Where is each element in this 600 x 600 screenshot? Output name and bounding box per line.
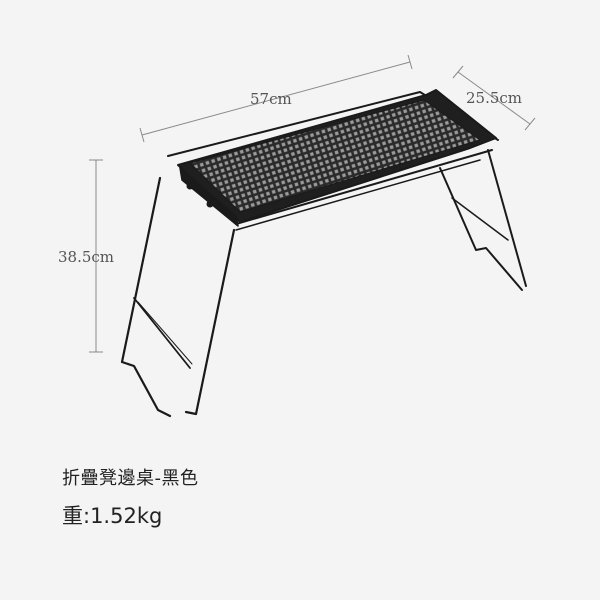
side-plate (179, 167, 239, 227)
length-dimension-line (141, 61, 411, 136)
height-label: 38.5cm (58, 248, 114, 266)
length-tick-right (407, 54, 413, 70)
length-dimension (139, 54, 413, 143)
product-weight: 重:1.52kg (62, 504, 163, 528)
length-label: 57cm (250, 90, 292, 108)
mesh-surface (189, 99, 481, 213)
depth-dimension-line (457, 71, 531, 125)
left-leg-outer (120, 176, 172, 418)
length-tick-left (139, 127, 145, 143)
table-illustration (120, 89, 527, 418)
height-dimension (89, 159, 103, 353)
left-leg-brace-2 (137, 301, 193, 365)
left-leg-inner (184, 228, 236, 416)
hinge-knob-1 (186, 182, 194, 190)
depth-tick-top (452, 65, 464, 79)
product-name: 折疊凳邊桌-黑色 (62, 468, 199, 489)
depth-dimension (452, 65, 536, 131)
left-leg-brace (133, 297, 191, 369)
right-leg-outer (439, 167, 523, 291)
depth-tick-bottom (524, 117, 536, 131)
depth-label: 25.5cm (466, 89, 522, 107)
front-rail (235, 149, 493, 225)
right-leg-inner (487, 149, 527, 287)
hinge-knob-2 (206, 200, 214, 208)
front-rail-lower (235, 159, 481, 231)
right-leg-brace (451, 197, 509, 241)
